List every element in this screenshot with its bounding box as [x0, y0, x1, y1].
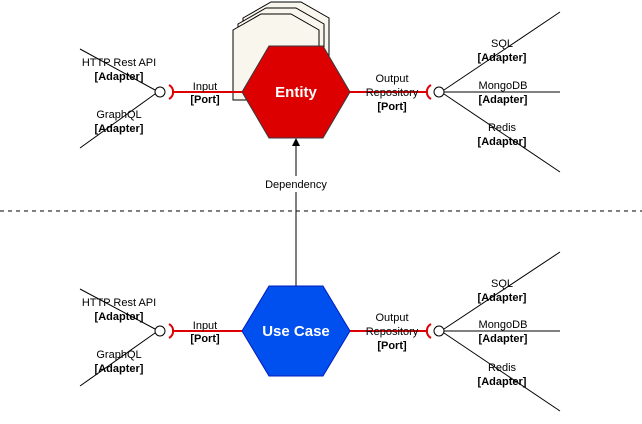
- top-output-port: Output Repository [Port]: [350, 73, 445, 113]
- bottom-output-interface: [433, 325, 445, 337]
- bottom-output-port-tag: [Port]: [377, 340, 407, 352]
- bottom-right-line-3: [443, 332, 561, 412]
- bottom-input-port: Input [Port]: [154, 320, 242, 345]
- bottom-right-line-1: [443, 251, 561, 330]
- bottom-adapter-mongodb-name: MongoDB: [479, 319, 528, 331]
- top-input-interface: [154, 86, 166, 98]
- bottom-input-label: Input: [193, 320, 217, 332]
- dependency-arrow: Dependency: [262, 138, 330, 286]
- top-output-socket: [425, 84, 432, 100]
- dependency-label: Dependency: [265, 179, 327, 191]
- top-left-adapters: HTTP Rest API [Adapter] GraphQL [Adapter…: [79, 48, 156, 149]
- top-adapter-redis-tag: [Adapter]: [478, 136, 527, 148]
- bottom-section: Use Case Input [Port] HTTP Rest API [Ada…: [79, 251, 561, 412]
- top-adapter-mongodb-name: MongoDB: [479, 80, 528, 92]
- bottom-adapter-graphql-tag: [Adapter]: [95, 363, 144, 375]
- bottom-output-socket: [425, 323, 432, 339]
- top-adapter-graphql-name: GraphQL: [96, 109, 141, 121]
- bottom-adapter-mongodb-tag: [Adapter]: [479, 333, 528, 345]
- top-input-port: Input [Port]: [154, 81, 242, 106]
- top-adapter-graphql-tag: [Adapter]: [95, 123, 144, 135]
- bottom-adapter-graphql-name: GraphQL: [96, 349, 141, 361]
- top-right-line-3: [443, 93, 561, 173]
- top-output-label-2: Repository: [366, 87, 419, 99]
- bottom-adapter-redis-name: Redis: [488, 362, 517, 374]
- bottom-left-line-1: [79, 288, 156, 330]
- top-right-adapters: SQL [Adapter] MongoDB [Adapter] Redis [A…: [443, 11, 561, 173]
- top-adapter-redis-name: Redis: [488, 122, 517, 134]
- bottom-input-interface: [154, 325, 166, 337]
- bottom-adapter-redis-tag: [Adapter]: [478, 376, 527, 388]
- top-output-label-1: Output: [375, 73, 408, 85]
- bottom-output-port: Output Repository [Port]: [350, 312, 445, 352]
- top-left-line-2: [79, 93, 156, 149]
- bottom-output-label-1: Output: [375, 312, 408, 324]
- top-left-line-1: [79, 48, 156, 91]
- bottom-adapter-http-name: HTTP Rest API: [82, 297, 156, 309]
- usecase-title: Use Case: [262, 323, 330, 340]
- dependency-label-bg: [262, 176, 330, 192]
- top-input-socket: [168, 84, 175, 100]
- bottom-adapter-http-tag: [Adapter]: [95, 311, 144, 323]
- bottom-left-line-2: [79, 332, 156, 387]
- top-adapter-http-name: HTTP Rest API: [82, 57, 156, 69]
- top-adapter-http-tag: [Adapter]: [95, 71, 144, 83]
- top-right-line-1: [443, 11, 561, 91]
- top-output-port-tag: [Port]: [377, 101, 407, 113]
- bottom-output-label-2: Repository: [366, 326, 419, 338]
- bottom-input-port-tag: [Port]: [190, 333, 220, 345]
- bottom-right-adapters: SQL [Adapter] MongoDB [Adapter] Redis [A…: [443, 251, 561, 412]
- usecase-node[interactable]: Use Case: [241, 285, 351, 377]
- bottom-adapter-sql-name: SQL: [491, 278, 513, 290]
- top-section: Entity Input [Port] HTTP Rest API [Adapt…: [79, 1, 561, 173]
- top-input-label: Input: [193, 81, 217, 93]
- entity-title: Entity: [275, 84, 317, 101]
- bottom-input-socket: [168, 323, 175, 339]
- top-adapter-sql-tag: [Adapter]: [478, 52, 527, 64]
- bottom-adapter-sql-tag: [Adapter]: [478, 292, 527, 304]
- top-adapter-mongodb-tag: [Adapter]: [479, 94, 528, 106]
- top-output-interface: [433, 86, 445, 98]
- top-input-port-tag: [Port]: [190, 94, 220, 106]
- top-adapter-sql-name: SQL: [491, 38, 513, 50]
- bottom-left-adapters: HTTP Rest API [Adapter] GraphQL [Adapter…: [79, 288, 156, 387]
